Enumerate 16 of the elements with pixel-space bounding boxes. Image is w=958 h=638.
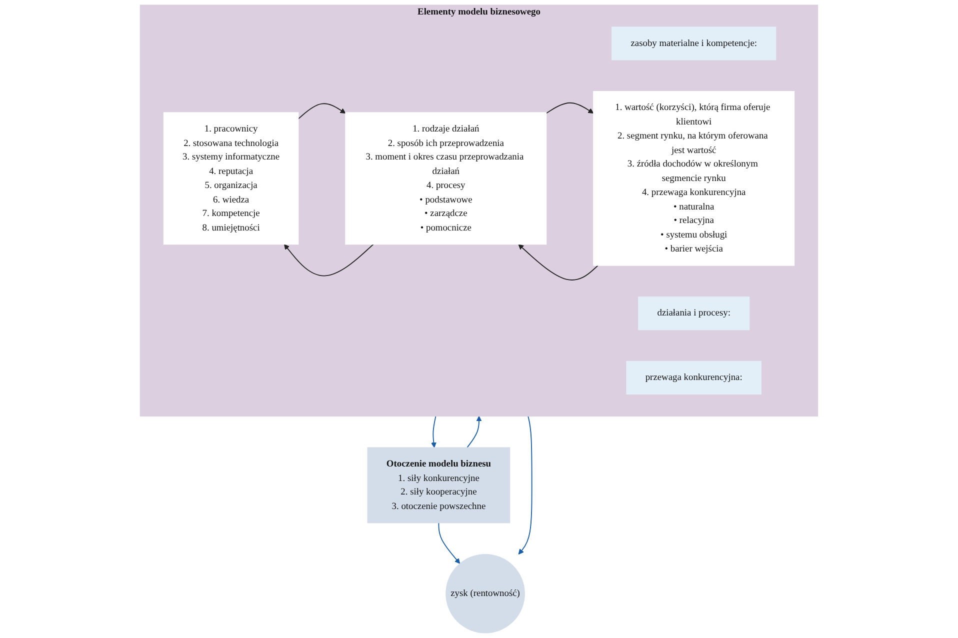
node-box: zasoby materialne i kompetencje: [612,26,776,60]
arrow [284,244,374,276]
node-box: przewaga konkurencyjna: [626,360,762,395]
arrow [430,416,436,448]
node-box: 1. wartość (korzyści), którą firma oferuje klientowi 2. segment rynku, na którym oferowana jest wartość 3. źródła dochodów w określonym segmencie rynku 4. przewaga konkurencyjna • naturalna • relacyjna • systemu obsługi • barier wejścia [593,91,795,266]
arrow [546,102,594,114]
node-box: 1. pracownicy 2. stosowana technologia 3. systemy informatyczne 4. reputacja 5. organizacja 6. wiedza 7. kompetencje 8. umiejętności [163,112,299,245]
node-box: 1. rodzaje działań 2. sposób ich przeprowadzenia 3. moment i okres czasu przeprowadzania działań 4. procesy • podstawowe • zarządcze • pomocnicze [345,112,547,245]
node-box: Otoczenie modelu biznesu 1. siły konkurencyjne 2. siły kooperacyjne 3. otoczenie powszechne [367,447,510,524]
arrow [518,244,598,280]
node-box: działania i procesy: [638,296,750,330]
node-circle: zysk (rentowność) [446,554,525,634]
arrow [438,522,460,564]
arrow [466,416,482,448]
arrow [298,103,346,120]
arrow [518,416,532,555]
